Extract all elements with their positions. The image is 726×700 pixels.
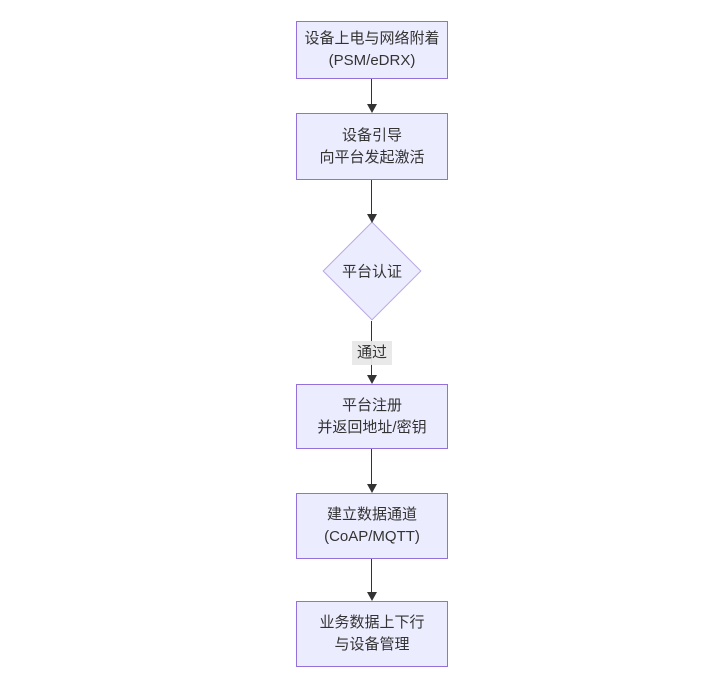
node-business-data: 业务数据上下行 与设备管理 [296, 601, 448, 667]
node-bootstrap: 设备引导 向平台发起激活 [296, 113, 448, 180]
arrowhead-down-icon [367, 214, 377, 223]
node-line: 向平台发起激活 [319, 148, 425, 166]
edge-label-pass: 通过 [351, 341, 393, 365]
node-register: 平台注册 并返回地址/密钥 [296, 384, 448, 449]
node-line: (CoAP/MQTT) [324, 528, 420, 545]
node-line: 设备引导 [341, 126, 402, 144]
node-data-channel: 建立数据通道 (CoAP/MQTT) [296, 493, 448, 559]
arrowhead-down-icon [367, 484, 377, 493]
decision-label: 平台认证 [341, 263, 402, 281]
node-line: 业务数据上下行 [319, 614, 425, 631]
edge-power-to-bootstrap [371, 79, 372, 104]
edge-bootstrap-to-auth [371, 180, 372, 214]
node-line: 与设备管理 [334, 636, 410, 653]
node-line: 平台注册 [341, 396, 402, 414]
edge-channel-to-business [371, 559, 372, 592]
node-line: (PSM/eDRX) [328, 52, 416, 69]
node-power-attach: 设备上电与网络附着 (PSM/eDRX) [296, 21, 448, 79]
arrowhead-down-icon [367, 375, 377, 384]
arrowhead-down-icon [367, 592, 377, 601]
edge-register-to-channel [371, 449, 372, 484]
node-line: 设备上电与网络附着 [304, 30, 440, 47]
decision-platform-auth: 平台认证 [322, 221, 422, 321]
node-line: 建立数据通道 [326, 506, 417, 523]
arrowhead-down-icon [367, 104, 377, 113]
node-line: 并返回地址/密钥 [317, 418, 427, 436]
